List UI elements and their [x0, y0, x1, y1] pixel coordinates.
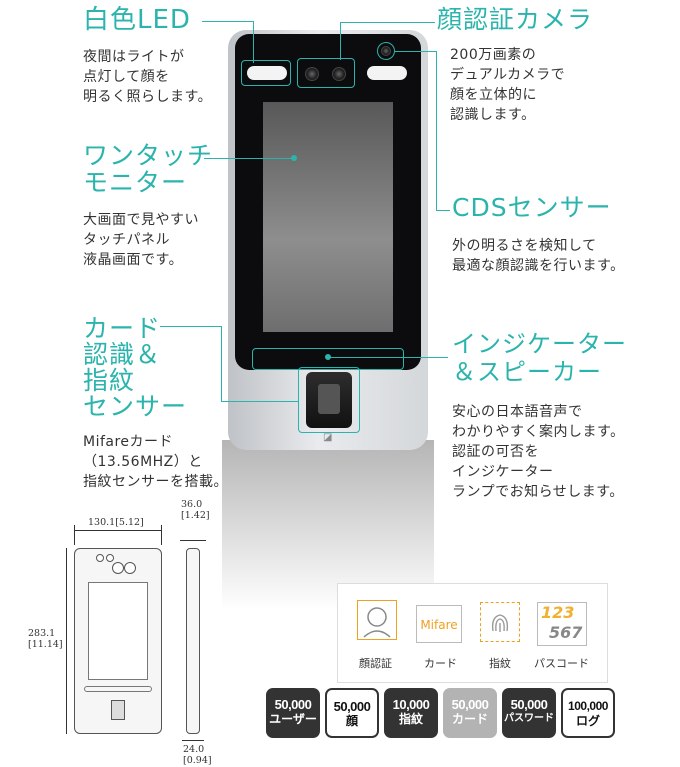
indicator-connector: [328, 357, 448, 358]
front-led-left: [96, 554, 104, 562]
card-title: カード認識＆指紋センサー: [83, 314, 188, 421]
led-connector-v: [253, 21, 254, 63]
monitor-connector: [204, 158, 294, 159]
led-title: 白色LED: [83, 5, 191, 35]
camera-title: 顔認証カメラ: [437, 5, 594, 34]
depth-dimension: 36.0[1.42]: [181, 499, 210, 521]
indicator-highlight: [252, 348, 404, 370]
passcode-digits-top: 123: [541, 603, 575, 622]
front-view-indicator: [84, 686, 152, 692]
front-led-mid: [106, 554, 114, 562]
camera-connector-v: [340, 22, 341, 60]
front-view-screen: [88, 582, 148, 680]
sensor-highlight: [298, 367, 360, 433]
card-connector-v: [221, 326, 222, 401]
monitor-dot: [291, 155, 297, 161]
cds-connector-h: [395, 51, 437, 52]
card-icon: Mifare: [416, 605, 462, 643]
card-description: Mifareカード（13.56MHZ）と指紋センサーを搭載。: [83, 434, 228, 490]
height-dimension: 283.1[11.14]: [28, 628, 63, 650]
depth-dim-line: [180, 540, 206, 541]
face-icon: [357, 600, 397, 640]
width-dim-tick-left: [74, 525, 75, 545]
led-connector: [202, 21, 254, 22]
fingerprint-icon: [480, 602, 520, 642]
cds-description: 外の明るさを検知して最適な顔認識を行います。: [452, 238, 625, 274]
auth-label-card: カード: [424, 657, 457, 670]
auth-label-face: 顔認証: [359, 657, 392, 670]
width-dimension: 130.1[5.12]: [88, 517, 144, 528]
indicator-dot: [325, 354, 331, 360]
monitor-title: ワンタッチモニター: [83, 141, 214, 197]
monitor-description: 大画面で見やすいタッチパネル液晶画面です。: [83, 212, 199, 268]
card-connector-h: [160, 326, 222, 327]
width-dim-line: [74, 530, 162, 531]
camera-description: 200万画素のデュアルカメラで顔を立体的に認識します。: [450, 47, 566, 123]
camera-lens-right: [332, 67, 346, 81]
fingerprint-window: [318, 384, 340, 414]
led-light-right: [367, 66, 407, 80]
led-description: 夜間はライトが点灯して顔を明るく照らします。: [83, 49, 213, 105]
side-view-outline: [186, 548, 200, 734]
led-highlight: [241, 60, 291, 86]
depth-bottom-dim-line: [182, 740, 204, 741]
device-reflection: [222, 440, 434, 610]
card-connector-end: [221, 401, 298, 402]
camera-lens-left: [305, 67, 319, 81]
camera-highlight: [297, 58, 355, 88]
depth-bottom-dimension: 24.0[0.94]: [183, 744, 212, 766]
cds-highlight: [377, 42, 395, 60]
camera-connector: [340, 22, 435, 23]
passcode-icon: [537, 602, 587, 646]
cds-connector-end: [436, 210, 450, 211]
cds-title: CDSセンサー: [452, 193, 612, 222]
card-reader-icon: ◪: [323, 432, 333, 443]
auth-label-passcode: パスコード: [534, 657, 589, 670]
touch-monitor: [263, 102, 393, 332]
passcode-digits-bottom: 567: [549, 623, 583, 642]
led-light-left: [247, 66, 287, 80]
front-view-fingerprint: [111, 700, 125, 720]
front-camera-left: [112, 562, 124, 574]
width-dim-tick-right: [161, 525, 162, 545]
cds-connector-v: [436, 51, 437, 211]
height-dim-line: [66, 548, 67, 734]
front-camera-right: [124, 562, 136, 574]
auth-label-fingerprint: 指紋: [489, 657, 511, 670]
indicator-description: 安心の日本語音声でわかりやすく案内します。認証の可否をインジケーターランプでお知…: [452, 404, 625, 500]
indicator-title: インジケーター＆スピーカー: [452, 330, 627, 386]
